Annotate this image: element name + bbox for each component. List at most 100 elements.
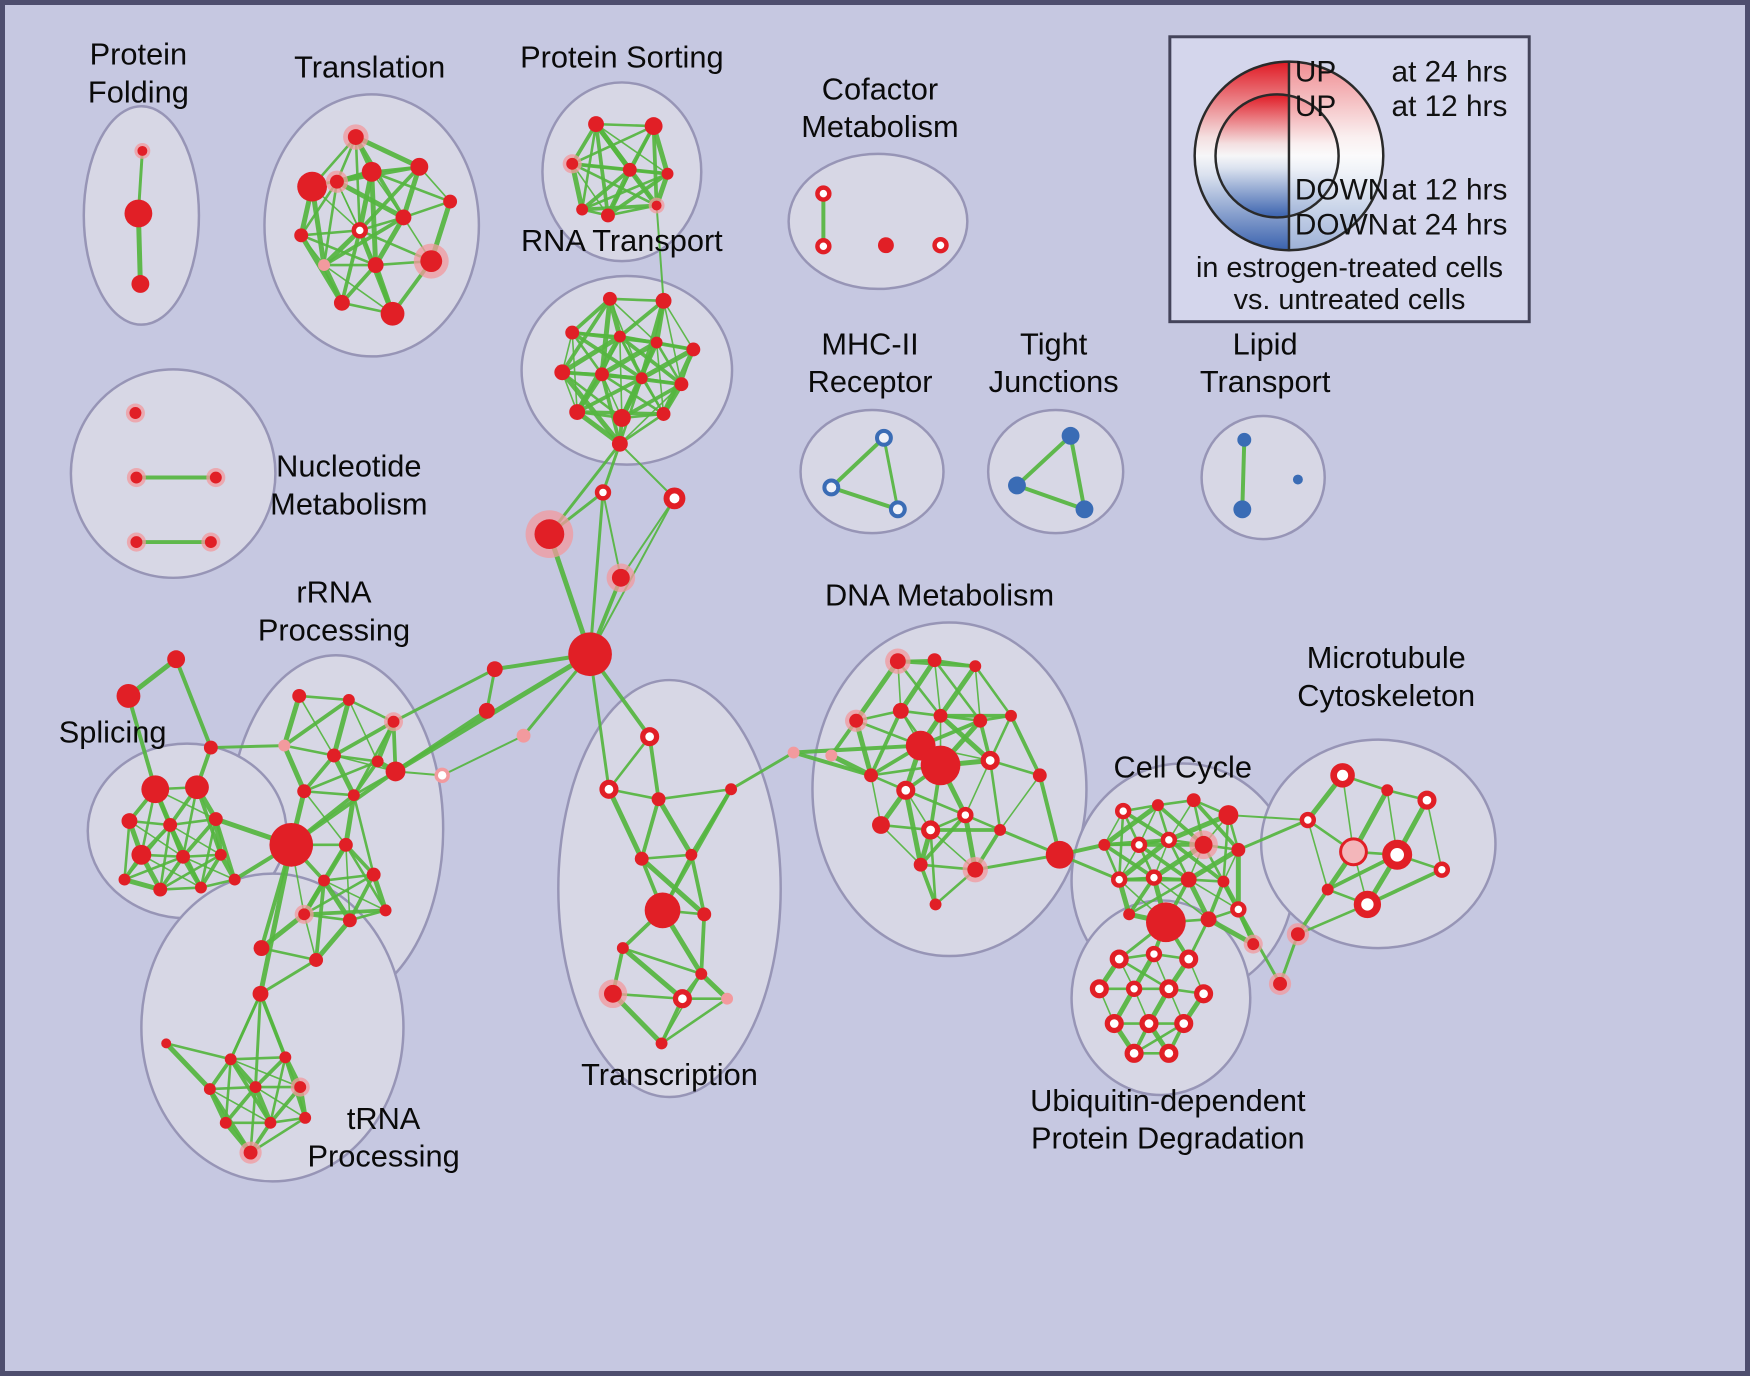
- cluster-edge: [332, 719, 396, 758]
- inter-cluster-edge: [619, 497, 676, 579]
- gene-node-core: [896, 780, 916, 800]
- cluster-label-line: Transcription: [581, 1057, 758, 1092]
- gene-node: [969, 660, 982, 673]
- gene-node-core: [1381, 784, 1394, 797]
- gene-node-core: [864, 768, 878, 783]
- cluster-edge: [606, 786, 645, 862]
- gene-node: [892, 702, 909, 719]
- gene-node: [1180, 871, 1197, 888]
- gene-node: [252, 985, 269, 1002]
- gene-node: [194, 881, 207, 894]
- cluster-edge: [373, 214, 406, 268]
- cluster-edge: [918, 862, 938, 907]
- gene-node-core: [351, 222, 368, 239]
- gene-node-core: [685, 848, 698, 861]
- gene-node-core: [385, 761, 406, 782]
- cluster-edge: [639, 856, 707, 917]
- gene-node: [410, 157, 429, 176]
- gene-node-core: [1290, 927, 1305, 942]
- gene-node-core: [1075, 500, 1094, 519]
- gene-node-core: [661, 167, 674, 180]
- gene-node-core: [130, 536, 143, 549]
- cluster-edge: [656, 796, 694, 858]
- cluster-label-line: Junctions: [989, 364, 1119, 399]
- gene-node: [478, 702, 495, 719]
- cluster-edge: [282, 698, 351, 748]
- cluster-edge: [253, 1084, 273, 1126]
- gene-node: [602, 291, 617, 306]
- gene-node: [342, 913, 357, 928]
- gene-node-core: [124, 199, 153, 228]
- gene-node: [1109, 949, 1129, 969]
- gene-node: [383, 712, 404, 732]
- gene-node: [264, 1116, 277, 1129]
- gene-node: [644, 892, 681, 929]
- gene-node: [929, 898, 942, 911]
- gene-node-core: [380, 301, 405, 326]
- gene-node-core: [656, 407, 671, 421]
- gene-node-core: [130, 471, 143, 484]
- gene-node-core: [932, 237, 949, 254]
- cluster-edge: [168, 817, 218, 827]
- gene-node-core: [299, 1111, 312, 1124]
- cluster-edge: [639, 797, 661, 861]
- gene-node-core: [1045, 840, 1074, 869]
- gene-node: [1005, 709, 1017, 722]
- gene-node-core: [329, 174, 344, 189]
- gene-node: [1160, 831, 1178, 849]
- gene-node-core: [309, 953, 324, 967]
- gene-node: [1237, 432, 1252, 447]
- gene-node: [594, 484, 612, 501]
- gene-node: [153, 882, 168, 897]
- gene-node-core: [569, 404, 586, 420]
- gene-node: [203, 1083, 216, 1096]
- cluster-edge: [607, 735, 651, 791]
- gene-node-core: [209, 471, 222, 484]
- gene-node-core: [613, 330, 626, 343]
- gene-node-core: [1218, 805, 1239, 825]
- gene-node: [825, 749, 838, 762]
- gene-node: [253, 940, 270, 957]
- gene-node-core: [347, 789, 360, 802]
- cluster-edge: [182, 855, 236, 881]
- gene-node: [131, 275, 150, 293]
- gene-node: [787, 746, 800, 759]
- gene-node-core: [203, 740, 218, 755]
- cluster-label-splicing: Splicing: [59, 715, 167, 750]
- gene-node: [651, 792, 666, 807]
- cluster-edge: [1116, 837, 1172, 883]
- cluster-edge: [323, 879, 387, 912]
- gene-node-core: [980, 750, 1000, 771]
- cluster-edge: [1009, 713, 1042, 778]
- gene-node-core: [121, 813, 138, 829]
- gene-node-core: [849, 713, 864, 728]
- gene-node: [434, 767, 450, 784]
- gene-node: [622, 162, 637, 177]
- gene-node-core: [208, 812, 223, 826]
- gene-node: [872, 816, 890, 834]
- cluster-label-line: Tight: [1020, 326, 1088, 361]
- cluster-edge: [938, 663, 978, 719]
- cluster-edge: [594, 122, 655, 128]
- cluster-edge: [1127, 878, 1190, 916]
- gene-node-core: [566, 157, 579, 170]
- gene-node: [176, 849, 191, 864]
- gene-node-core: [367, 257, 384, 274]
- gene-node: [1151, 799, 1164, 812]
- gene-node-core: [1098, 838, 1111, 851]
- gene-node-core: [279, 1051, 292, 1064]
- gene-node: [239, 1141, 262, 1164]
- cluster-edge: [570, 124, 655, 166]
- gene-node-core: [1159, 1043, 1179, 1063]
- inter-cluster-edge: [1236, 818, 1310, 852]
- cluster-edge: [580, 172, 669, 211]
- inter-cluster-edge: [729, 751, 796, 791]
- cluster-edge: [621, 946, 703, 976]
- gene-node-core: [443, 194, 458, 209]
- gene-node-core: [595, 367, 609, 382]
- gene-node: [486, 661, 503, 678]
- gene-node: [516, 728, 531, 743]
